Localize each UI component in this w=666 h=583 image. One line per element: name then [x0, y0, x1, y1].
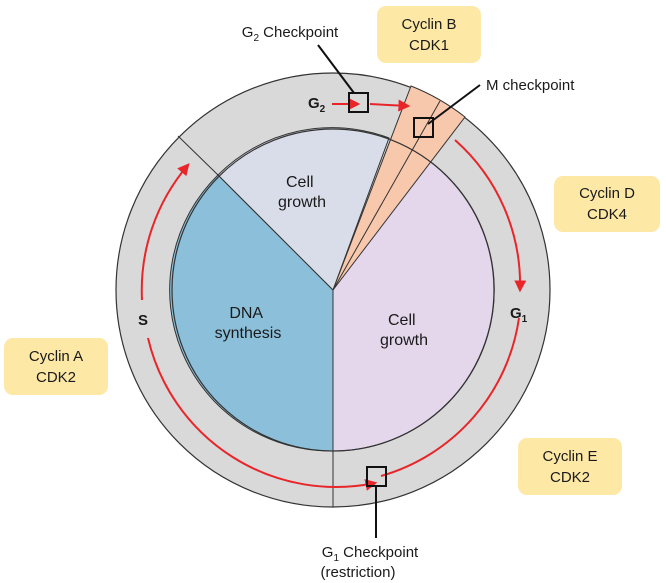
g2-checkpoint-marker — [348, 92, 369, 113]
s-phase-wedge — [169, 174, 334, 452]
g1-checkpoint-label: G1 Checkpoint — [322, 544, 419, 564]
g2-checkpoint-label: G2 Checkpoint — [242, 24, 339, 44]
arrow-g1-to-s — [147, 337, 378, 491]
svg-text:Cyclin E: Cyclin E — [542, 448, 597, 465]
svg-text:Cyclin B: Cyclin B — [401, 16, 456, 33]
g2-phase-wedge — [217, 127, 390, 291]
phase-label-g2: G2 — [308, 95, 326, 115]
svg-text:CDK2: CDK2 — [36, 369, 76, 386]
arrow-m-to-g1 — [454, 139, 527, 293]
svg-text:CDK4: CDK4 — [587, 206, 627, 223]
cyclin-d-box: Cyclin D CDK4 — [554, 176, 660, 232]
top-region-label: Cell growth — [278, 174, 326, 211]
m-checkpoint-leader — [427, 84, 481, 125]
g2-checkpoint-leader — [317, 44, 355, 94]
svg-text:Cyclin D: Cyclin D — [579, 185, 635, 202]
m-checkpoint-marker — [413, 117, 434, 138]
g1-checkpoint-sublabel: (restriction) — [320, 564, 395, 581]
cyclin-e-box: Cyclin E CDK2 — [518, 438, 622, 495]
svg-text:CDK2: CDK2 — [550, 469, 590, 486]
arrow-s-to-g2 — [140, 163, 190, 301]
svg-text:CDK1: CDK1 — [409, 37, 449, 54]
mitosis-divider — [332, 100, 441, 291]
arrow-g1-lower — [380, 317, 520, 477]
arrow-g2-to-m — [369, 99, 411, 112]
boundary-g2-s — [177, 135, 219, 176]
cyclin-b-box: Cyclin B CDK1 — [377, 6, 481, 63]
svg-text:Cyclin A: Cyclin A — [29, 348, 83, 365]
right-region-label: Cell growth — [380, 312, 428, 349]
phase-label-g1: G1 — [510, 305, 528, 325]
cyclin-a-box: Cyclin A CDK2 — [4, 338, 108, 395]
phase-label-s: S — [138, 312, 148, 329]
m-checkpoint-label: M checkpoint — [486, 77, 575, 94]
left-region-label: DNA synthesis — [215, 305, 282, 342]
